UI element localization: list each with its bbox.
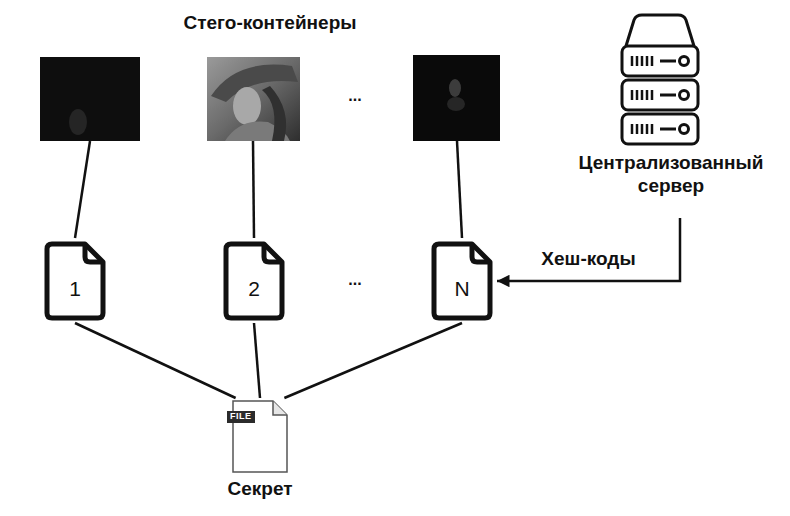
image-link-line xyxy=(457,141,462,238)
server-button xyxy=(680,91,689,100)
file-box: 1 xyxy=(43,240,107,322)
server-node: Централизованный сервер xyxy=(555,10,787,215)
image-link-line xyxy=(75,141,90,238)
ellipsis-label: ... xyxy=(325,86,385,105)
server-led xyxy=(636,124,639,134)
server-led xyxy=(636,90,639,100)
image-ground xyxy=(413,55,500,141)
image-ground xyxy=(207,57,300,141)
file-box: N xyxy=(430,240,494,322)
connector-line xyxy=(75,323,236,398)
connector-line xyxy=(254,323,260,398)
connector-arrow xyxy=(497,218,680,281)
image-ground xyxy=(40,57,140,141)
server-led xyxy=(641,56,644,66)
ellipsis-label: ... xyxy=(325,270,385,289)
server-slot xyxy=(660,94,676,97)
node-label: Централизованный сервер xyxy=(566,152,776,198)
server-led xyxy=(631,90,634,100)
node-label: 2 xyxy=(222,276,286,301)
image-leader-lines xyxy=(75,141,462,238)
connector-line xyxy=(284,323,462,398)
stego-image xyxy=(40,57,140,141)
server-led xyxy=(651,124,654,134)
server-top xyxy=(626,15,694,46)
server-button xyxy=(680,57,689,66)
server-slot xyxy=(660,128,676,131)
diagram-title: Стего-контейнеры xyxy=(120,12,420,35)
image-detail xyxy=(69,109,87,135)
server-led xyxy=(646,124,649,134)
server-led xyxy=(641,124,644,134)
image-link-line xyxy=(253,141,254,238)
server-led xyxy=(636,56,639,66)
stego-image xyxy=(207,57,300,141)
image-detail xyxy=(233,87,261,125)
server-button xyxy=(680,125,689,134)
file-badge: FILE xyxy=(227,411,255,423)
secret-fold xyxy=(273,401,287,415)
server-led xyxy=(641,90,644,100)
server-led xyxy=(651,90,654,100)
node-label: 1 xyxy=(43,276,107,301)
edge-label: Хеш-коды xyxy=(541,248,635,271)
stego-image xyxy=(413,55,500,141)
image-detail xyxy=(447,97,465,111)
server-led xyxy=(651,56,654,66)
file-fold xyxy=(472,244,490,262)
image-detail xyxy=(449,79,461,97)
server-slot xyxy=(660,60,676,63)
server-led xyxy=(631,124,634,134)
server-unit xyxy=(622,46,698,76)
server-led xyxy=(646,90,649,100)
secret-file: FILE Секрет xyxy=(200,398,324,510)
server-led xyxy=(631,56,634,66)
image-detail xyxy=(262,86,286,141)
server-unit xyxy=(622,114,698,144)
node-label: N xyxy=(430,276,494,301)
server-led xyxy=(646,56,649,66)
file-fold xyxy=(264,244,282,262)
node-label: Секрет xyxy=(200,478,320,501)
file-box: 2 xyxy=(222,240,286,322)
file-fold xyxy=(85,244,103,262)
server-icon xyxy=(555,10,787,150)
server-unit xyxy=(622,80,698,110)
